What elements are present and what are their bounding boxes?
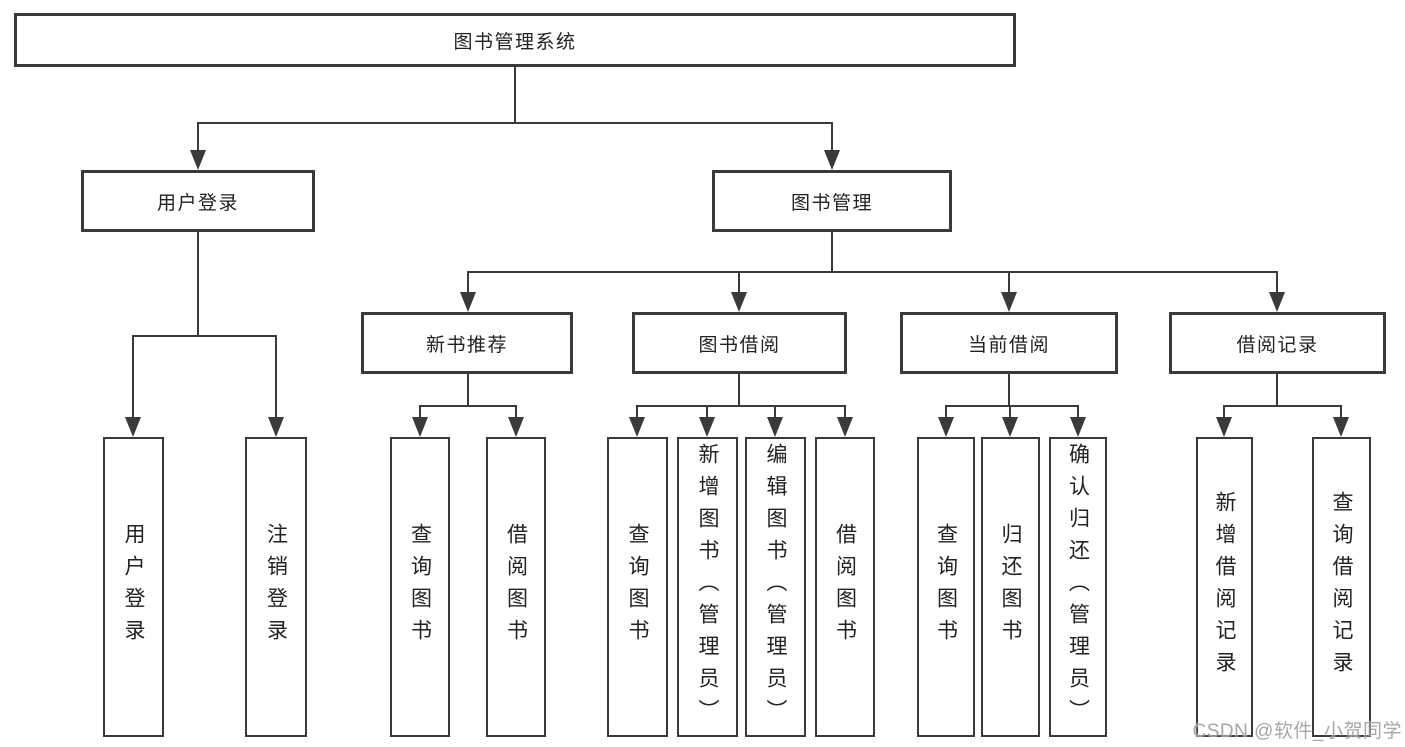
leaf-label: 归还图书: [999, 523, 1022, 651]
arrow-down-icon: [412, 417, 428, 437]
leaf-edit-book-admin: 编辑图书（管理员）: [745, 437, 806, 737]
connector-user-login-stem: [197, 122, 199, 152]
node-library-management-system: 图书管理系统: [14, 13, 1016, 67]
leaf-add-book-admin: 新增图书（管理员）: [677, 437, 738, 737]
leaf-label: 注销登录: [264, 523, 288, 651]
connector-leaf-stem: [515, 405, 517, 419]
leaf-return-books: 归还图书: [981, 437, 1040, 737]
arrow-down-icon: [938, 417, 954, 437]
leaf-query-books-recommend: 查询图书: [390, 437, 450, 737]
node-current-borrow: 当前借阅: [900, 312, 1118, 374]
connector-level3-stem: [1008, 271, 1010, 294]
connector-leaf-stem: [275, 335, 277, 419]
leaf-query-books-current: 查询图书: [917, 437, 975, 737]
arrow-down-icon: [1070, 417, 1086, 437]
node-book-management: 图书管理: [712, 170, 952, 232]
node-new-book-recommend: 新书推荐: [361, 312, 573, 374]
arrow-down-icon: [508, 417, 524, 437]
leaf-user-login: 用户登录: [103, 437, 164, 737]
connector-leaf-stem: [132, 335, 134, 419]
connector-level3-stem: [467, 271, 469, 294]
connector-level3-rail: [468, 271, 1278, 273]
connector-leaf-stem: [1009, 405, 1011, 419]
connector-group-stem: [738, 374, 740, 405]
arrow-down-icon: [731, 292, 747, 312]
leaf-query-borrow-record: 查询借阅记录: [1312, 437, 1371, 737]
leaf-label: 查询图书: [934, 523, 958, 651]
arrow-down-icon: [460, 292, 476, 312]
leaf-confirm-return-admin: 确认归还（管理员）: [1049, 437, 1107, 737]
connector-leaf-stem: [945, 405, 947, 419]
arrow-down-icon: [125, 417, 141, 437]
connector-group-rail: [1224, 405, 1342, 407]
connector-book-mgmt-stem: [831, 122, 833, 152]
leaf-logout: 注销登录: [245, 437, 307, 737]
leaf-label: 编辑图书（管理员）: [764, 443, 787, 731]
leaf-label: 借阅图书: [833, 523, 857, 651]
arrow-down-icon: [1002, 417, 1018, 437]
leaf-label: 查询图书: [408, 523, 432, 651]
arrow-down-icon: [268, 417, 284, 437]
leaf-add-borrow-record: 新增借阅记录: [1196, 437, 1253, 737]
arrow-down-icon: [1269, 292, 1285, 312]
leaf-borrow-books-recommend: 借阅图书: [486, 437, 546, 737]
connector-leaf-stem: [1223, 405, 1225, 419]
node-borrow-records: 借阅记录: [1169, 312, 1386, 374]
connector-leaf-stem: [1077, 405, 1079, 419]
connector-root-rail: [198, 122, 832, 124]
leaf-label: 新增图书（管理员）: [696, 443, 719, 731]
connector-leaf-stem: [1340, 405, 1342, 419]
connector-leaf-stem: [706, 405, 708, 419]
connector-leaf-stem: [774, 405, 776, 419]
leaf-label: 确认归还（管理员）: [1066, 443, 1090, 731]
arrow-down-icon: [190, 150, 206, 170]
connector-leaf-stem: [636, 405, 638, 419]
connector-user-login-down: [197, 232, 199, 335]
arrow-down-icon: [1216, 417, 1232, 437]
node-user-login: 用户登录: [81, 170, 315, 232]
leaf-label: 用户登录: [122, 523, 145, 651]
leaf-borrow-books: 借阅图书: [815, 437, 875, 737]
connector-group-rail: [946, 405, 1079, 407]
leaf-label: 查询借阅记录: [1330, 491, 1353, 683]
connector-group-stem: [1276, 374, 1278, 405]
arrow-down-icon: [1001, 292, 1017, 312]
connector-user-login-rail: [133, 335, 277, 337]
connector-group-rail: [420, 405, 517, 407]
connector-leaf-stem: [419, 405, 421, 419]
leaf-label: 借阅图书: [504, 523, 528, 651]
connector-level3-stem: [738, 271, 740, 294]
arrow-down-icon: [629, 417, 645, 437]
arrow-down-icon: [1333, 417, 1349, 437]
connector-group-rail: [637, 405, 846, 407]
connector-group-stem: [1008, 374, 1010, 405]
arrow-down-icon: [767, 417, 783, 437]
connector-leaf-stem: [844, 405, 846, 419]
leaf-label: 查询图书: [626, 523, 649, 651]
leaf-label: 新增借阅记录: [1213, 491, 1236, 683]
arrow-down-icon: [837, 417, 853, 437]
connector-book-mgmt-down: [831, 232, 833, 271]
node-book-borrow: 图书借阅: [632, 312, 847, 374]
connector-group-stem: [467, 374, 469, 405]
connector-level3-stem: [1276, 271, 1278, 294]
arrow-down-icon: [824, 150, 840, 170]
leaf-query-books-borrow: 查询图书: [607, 437, 668, 737]
connector-root-stem: [514, 67, 516, 122]
watermark: CSDN @软件_小贺同学: [1192, 721, 1402, 742]
arrow-down-icon: [699, 417, 715, 437]
